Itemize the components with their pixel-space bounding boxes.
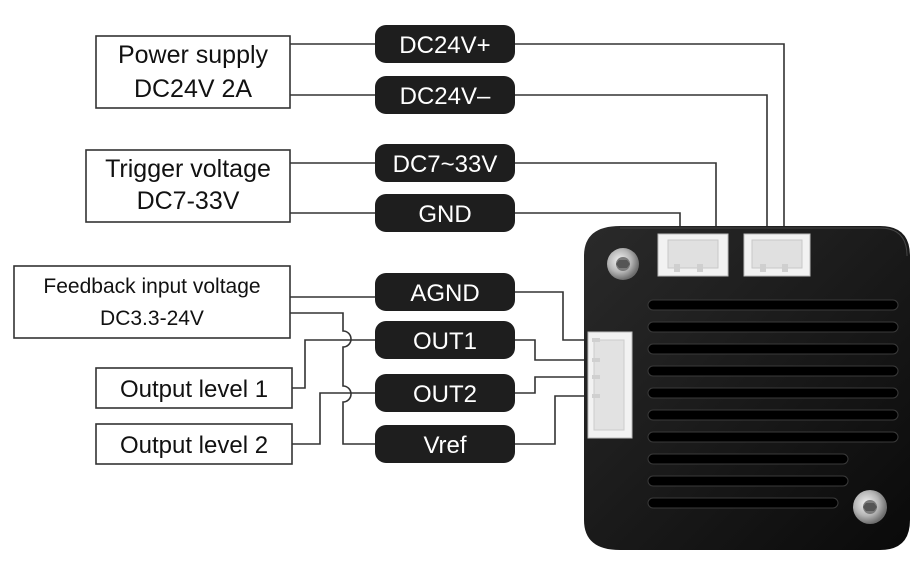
pill-gnd-label: GND <box>418 201 471 228</box>
connector-trigger <box>657 233 729 277</box>
wires <box>290 43 785 445</box>
pill-dc24v-minus-label: DC24V– <box>400 83 491 110</box>
power-supply-title: Power supply <box>118 41 269 69</box>
pill-out2: OUT2 <box>375 374 515 412</box>
pill-gnd: GND <box>375 194 515 232</box>
wire-agnd <box>290 291 592 341</box>
screw-bottom-right <box>853 490 887 524</box>
pill-dc24v-plus: DC24V+ <box>375 25 515 63</box>
pill-dc24v-plus-label: DC24V+ <box>399 32 490 59</box>
pill-vref-label: Vref <box>423 432 466 459</box>
trigger-voltage-title: Trigger voltage <box>105 155 271 183</box>
driver-module <box>584 226 910 550</box>
module-top-rim <box>620 227 908 257</box>
wire-out1 <box>292 339 592 389</box>
box-output-level-1: Output level 1 <box>95 367 293 409</box>
wire-dc7-33v <box>290 162 717 238</box>
pill-out1-label: OUT1 <box>413 328 477 355</box>
power-supply-spec: DC24V 2A <box>134 75 252 103</box>
feedback-input-spec: DC3.3-24V <box>100 307 204 330</box>
pill-dc7-33v-label: DC7~33V <box>393 151 498 178</box>
box-power-supply: Power supply DC24V 2A <box>95 35 291 109</box>
pill-agnd: AGND <box>375 273 515 311</box>
pill-out2-label: OUT2 <box>413 381 477 408</box>
trigger-voltage-spec: DC7-33V <box>137 187 240 215</box>
pill-vref: Vref <box>375 425 515 463</box>
heatsink-fins <box>647 299 899 509</box>
box-output-level-2: Output level 2 <box>95 423 293 465</box>
wire-out2 <box>292 376 592 445</box>
box-feedback-input: Feedback input voltage DC3.3-24V <box>13 265 291 339</box>
pill-dc7-33v: DC7~33V <box>375 144 515 182</box>
wire-dc24v-plus <box>290 43 785 238</box>
box-trigger-voltage: Trigger voltage DC7-33V <box>85 149 291 223</box>
wire-vref <box>290 312 592 445</box>
pill-dc24v-minus: DC24V– <box>375 76 515 114</box>
output-level-2-label: Output level 2 <box>120 432 268 459</box>
pill-agnd-label: AGND <box>410 280 479 307</box>
feedback-input-title: Feedback input voltage <box>43 275 260 298</box>
output-level-1-label: Output level 1 <box>120 376 268 403</box>
wire-dc24v-minus <box>290 94 768 238</box>
pill-out1: OUT1 <box>375 321 515 359</box>
connector-power <box>743 233 811 277</box>
screw-top-left <box>607 248 639 280</box>
connector-io <box>587 331 633 439</box>
pin-pills: DC24V+ DC24V– DC7~33V GND AGND OUT1 OUT2 <box>375 25 515 463</box>
